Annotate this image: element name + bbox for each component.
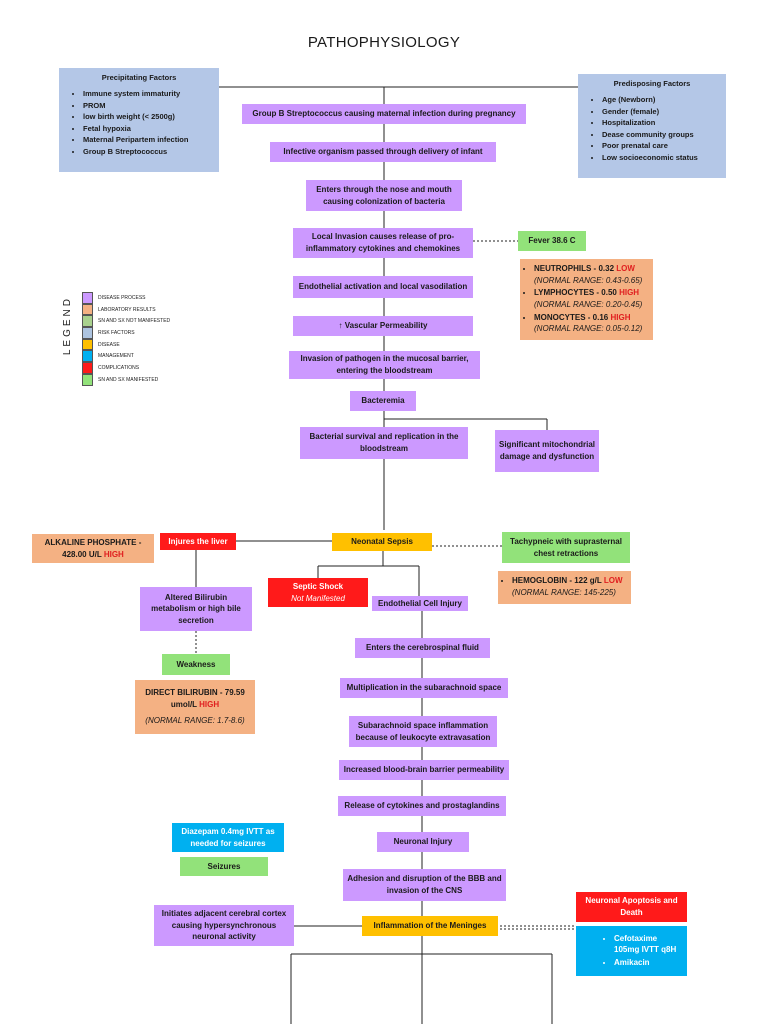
legend-label: SN AND SX NOT MANIFESTED: [98, 318, 171, 325]
hemoglobin-value: HEMOGLOBIN - 122 g/L: [512, 576, 602, 586]
legend-title: LEGEND: [62, 296, 73, 356]
precipitating-item: Maternal Peripartem infection: [83, 135, 211, 144]
predisposing-item: Low socioeconomic status: [602, 153, 718, 162]
predisposing-item: Poor prenatal care: [602, 141, 718, 150]
inflammation-meninges: Inflammation of the Meninges: [362, 916, 498, 936]
predisposing-item: Gender (female): [602, 107, 718, 116]
multiplication-subarachnoid: Multiplication in the subarachnoid space: [340, 678, 508, 698]
legend-swatch: [82, 327, 93, 339]
predisposing-item: Hospitalization: [602, 118, 718, 127]
legend-swatch: [82, 292, 93, 304]
seizures: Seizures: [180, 857, 268, 876]
legend-swatch: [82, 303, 93, 316]
direct-bili-unit: umol/L: [170, 699, 197, 709]
legend-label: DISEASE: [98, 341, 120, 348]
precipitating-item: PROM: [83, 101, 211, 110]
precipitating-item: low birth weight (< 2500g): [83, 112, 211, 121]
lymphocytes-range: (NORMAL RANGE: 0.20-0.45): [534, 300, 643, 309]
fever: Fever 38.6 C: [518, 231, 586, 251]
weakness: Weakness: [162, 654, 230, 675]
precipitating-item: Fetal hypoxia: [83, 124, 211, 133]
altered-bilirubin: Altered Bilirubin metabolism or high bil…: [140, 587, 252, 631]
local-invasion: Local Invasion causes release of pro-inf…: [293, 228, 473, 258]
alk-phos-line1: ALKALINE PHOSPHATE -: [44, 537, 142, 547]
adhesion-bbb: Adhesion and disruption of the BBB and i…: [343, 869, 506, 901]
direct-bilirubin-lab: DIRECT BILIRUBIN - 79.59 umol/L HIGH (NO…: [135, 680, 255, 734]
diazepam-management: Diazepam 0.4mg IVTT as needed for seizur…: [172, 823, 284, 852]
subarachnoid-inflammation: Subarachnoid space inflammation because …: [349, 716, 497, 747]
lymphocytes-flag: HIGH: [619, 288, 640, 298]
invasion-pathogen: Invasion of pathogen in the mucosal barr…: [289, 351, 480, 379]
initiates-cortex: Initiates adjacent cerebral cortex causi…: [154, 905, 294, 946]
page-title: PATHOPHYSIOLOGY: [307, 34, 461, 51]
enters-nose-mouth: Enters through the nose and mouth causin…: [306, 180, 462, 211]
monocytes-flag: HIGH: [610, 312, 631, 322]
predisposing-item: Dease community groups: [602, 130, 718, 139]
enters-csf: Enters the cerebrospinal fluid: [355, 638, 490, 658]
monocytes-value: MONOCYTES - 0.16: [534, 312, 609, 322]
hemoglobin-range: (NORMAL RANGE: 145-225): [512, 588, 616, 597]
mitochondrial-damage: Significant mitochondrial damage and dys…: [495, 430, 599, 472]
legend-swatch: [82, 338, 93, 351]
legend-swatch: [82, 350, 93, 363]
cbc-lab-results: NEUTROPHILS - 0.32 LOW(NORMAL RANGE: 0.4…: [520, 259, 653, 340]
alk-phos-flag: HIGH: [103, 549, 124, 559]
release-cytokines: Release of cytokines and prostaglandins: [338, 796, 506, 816]
septic-shock: Septic Shock Not Manifested: [268, 578, 368, 607]
legend: DISEASE PROCESS LABORATORY RESULTS SN AN…: [82, 292, 170, 386]
predisposing-heading: Predisposing Factors: [613, 79, 691, 88]
precipitating-item: Group B Streptococcus: [83, 147, 211, 156]
gbs-maternal-infection: Group B Streptococcus causing maternal i…: [242, 104, 526, 124]
injures-liver: Injures the liver: [160, 533, 236, 550]
legend-label: DISEASE PROCESS: [98, 294, 146, 301]
direct-bili-range: (NORMAL RANGE: 1.7-8.6): [145, 716, 245, 726]
bbb-permeability: Increased blood-brain barrier permeabili…: [339, 760, 509, 780]
legend-label: COMPLICATIONS: [98, 364, 140, 371]
direct-bili-line1: DIRECT BILIRUBIN - 79.59: [145, 688, 245, 698]
tachypneic: Tachypneic with suprasternal chest retra…: [502, 532, 630, 563]
endothelial-activation: Endothelial activation and local vasodil…: [293, 276, 473, 298]
septic-shock-label: Septic Shock: [292, 581, 344, 591]
precipitating-item: Immune system immaturity: [83, 89, 211, 98]
precipitating-heading: Precipitating Factors: [101, 73, 177, 82]
hemoglobin-flag: LOW: [603, 576, 623, 586]
antibiotic-management: Cefotaxime 105mg IVTT q8H Amikacin: [576, 926, 687, 976]
endothelial-cell-injury: Endothelial Cell Injury: [372, 596, 468, 611]
monocytes-range: (NORMAL RANGE: 0.05-0.12): [534, 324, 643, 334]
infective-organism: Infective organism passed through delive…: [270, 142, 496, 162]
neutrophils-value: NEUTROPHILS - 0.32: [534, 264, 615, 274]
neuronal-injury: Neuronal Injury: [377, 832, 469, 852]
legend-swatch: [82, 373, 93, 386]
vascular-permeability: ↑ Vascular Permeability: [293, 316, 473, 336]
drug-item: Cefotaxime 105mg IVTT q8H: [614, 933, 683, 956]
bacteremia: Bacteremia: [350, 391, 416, 411]
neonatal-sepsis: Neonatal Sepsis: [332, 533, 432, 551]
neuronal-apoptosis: Neuronal Apoptosis and Death: [576, 892, 687, 922]
neutrophils-flag: LOW: [616, 264, 635, 274]
predisposing-item: Age (Newborn): [602, 95, 718, 104]
predisposing-factors: Predisposing Factors Age (Newborn) Gende…: [578, 74, 726, 178]
legend-label: LABORATORY RESULTS: [98, 306, 156, 313]
legend-label: RISK FACTORS: [98, 329, 135, 336]
direct-bili-flag: HIGH: [199, 699, 220, 709]
alk-phos-value: 428.00 U/L: [62, 549, 102, 559]
lymphocytes-value: LYMPHOCYTES - 0.50: [534, 288, 617, 298]
legend-swatch: [82, 362, 93, 374]
septic-shock-note: Not Manifested: [291, 593, 345, 603]
hemoglobin-lab: HEMOGLOBIN - 122 g/L LOW (NORMAL RANGE: 1…: [498, 571, 631, 604]
legend-swatch: [82, 315, 93, 328]
bacterial-survival: Bacterial survival and replication in th…: [300, 427, 468, 459]
neutrophils-range: (NORMAL RANGE: 0.43-0.65): [534, 275, 643, 285]
legend-label: SN AND SX MANIFESTED: [98, 376, 159, 383]
alkaline-phosphate-lab: ALKALINE PHOSPHATE - 428.00 U/L HIGH: [32, 534, 154, 563]
precipitating-factors: Precipitating Factors Immune system imma…: [59, 68, 219, 172]
legend-label: MANAGEMENT: [98, 353, 134, 360]
drug-item: Amikacin: [614, 957, 683, 969]
